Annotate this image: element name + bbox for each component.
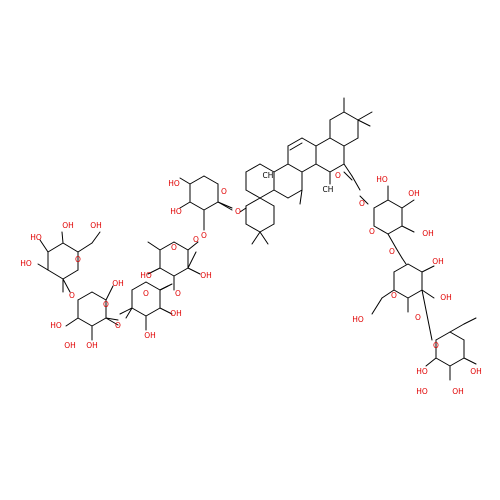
ho-label-sugar4-a: HO [140,271,152,280]
o-label-link-23: O [115,321,121,330]
o-label-link-78: O [415,313,421,322]
o-label-sugar2-ring: O [103,300,109,309]
oh-label-sugar4-b: OH [200,271,212,280]
glycosidic-links [62,195,433,341]
o-label-ester: O [359,199,365,208]
oh-label-sugar2-d: OH [64,341,76,350]
o-label-sugar4-ring: O [171,243,177,252]
oh-label-sugar8-c: OH [470,367,482,376]
ho-label-sugar7-c: HO [352,315,364,324]
sugar-ring-1 [37,231,101,293]
sugar-ring-6 [373,185,415,259]
o-label-link-45: O [201,231,207,240]
o-label-sugar6-ring: O [369,227,375,236]
o-label-sugar3-ring: O [143,289,149,298]
oh-label-sugar7-b: OH [440,293,452,302]
ho-label-sugar5-b: HO [170,207,182,216]
o-label-sugar8-ring: O [433,341,439,350]
ho-label-sugar6-a: HO [376,175,388,184]
oh-label-sugar3-b: OH [144,331,156,340]
o-label-link-12: O [69,291,75,300]
ho-label-sugar2-b: HO [50,321,62,330]
oh-label-sugar1-c: OH [62,221,74,230]
o-label-link-34: O [193,235,199,244]
oh-label-sugar3-a: OH [170,309,182,318]
o-label-link-67: O [389,247,395,256]
ho-label-sugar1-d: HO [20,259,32,268]
o-label-sugar3-ext: O [175,289,181,298]
o-label-sugar1-ring: O [75,255,81,264]
oh-label-sugar2-c: OH [86,341,98,350]
oh-label-sugar1-b: OH [90,221,102,230]
ch3-label-b: CH [323,185,334,194]
ho-label-sugar8-b: HO [416,387,428,396]
o-label-link-aglycone: O [235,207,241,216]
oh-label-sugar2-a: OH [112,279,124,288]
ch3-label-a: CH [263,171,274,180]
oh-label-sugar6-c: OH [422,229,434,238]
aglycone-core [245,97,373,245]
sugar-ring-8 [425,317,477,381]
ho-label-sugar1-a: HO [30,233,42,242]
sugar-ring-5 [179,175,233,231]
ho-label-sugar5-a: HO [168,179,180,188]
o-label-sugar5-ring: O [221,187,227,196]
sugar-ring-2 [65,285,119,341]
atom-labels: OH OH HO HO O O OH O HO OH OH O O OH OH … [20,171,482,396]
oh-label-sugar7-a: OH [432,257,444,266]
o-label-sugar7-ring: O [391,291,397,300]
sugar-ring-7 [371,263,435,315]
sugar-ring-4 [147,241,201,291]
ho-label-sugar8-a: HO [416,367,428,376]
o-label-ester-carbonyl: O [335,171,341,180]
oh-label-sugar6-b: OH [408,189,420,198]
oh-label-sugar8-d: OH [452,387,464,396]
